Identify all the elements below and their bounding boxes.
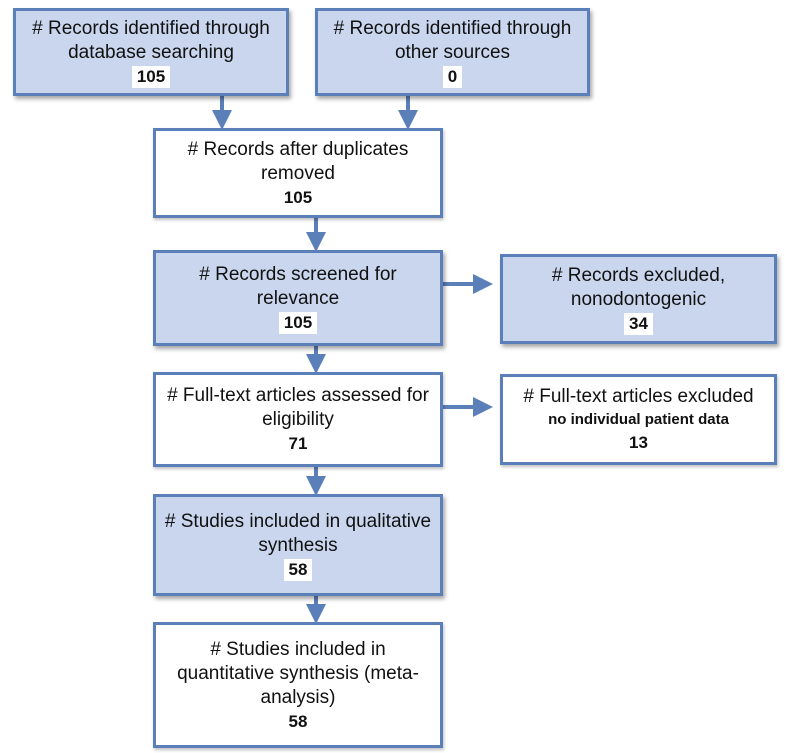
box-fulltext-assessed-text: # Full-text articles assessed for eligib…: [167, 385, 429, 430]
box-studies-qualitative-count: 58: [283, 558, 313, 581]
box-records-excluded-text: # Records excluded, nonodontogenic: [551, 264, 726, 310]
box-records-excluded: # Records excluded, nonodontogenic 34: [500, 254, 777, 344]
box-fulltext-excluded-reason: no individual patient data: [548, 411, 729, 428]
box-fulltext-excluded-count: 13: [624, 432, 653, 454]
box-fulltext-excluded-text: # Full-text articles excluded: [523, 386, 754, 407]
box-records-other-sources-count: 0: [442, 65, 463, 88]
box-records-screened-count: 105: [278, 311, 318, 334]
box-records-excluded-count: 34: [624, 312, 653, 335]
box-records-screened-text: # Records screened for relevance: [199, 263, 397, 309]
box-records-after-duplicates: # Records after duplicates removed 105: [153, 128, 443, 218]
box-studies-qualitative: # Studies included in qualitative synthe…: [153, 494, 443, 596]
box-records-other-sources: # Records identified through other sourc…: [315, 8, 590, 96]
box-records-after-duplicates-count: 105: [278, 186, 318, 209]
box-studies-quantitative-count: 58: [283, 710, 313, 733]
box-fulltext-assessed: # Full-text articles assessed for eligib…: [153, 372, 443, 467]
box-records-database-text: # Records identified through database se…: [32, 17, 270, 63]
box-records-after-duplicates-text: # Records after duplicates removed: [187, 138, 409, 184]
box-records-database: # Records identified through database se…: [13, 8, 289, 96]
box-fulltext-excluded: # Full-text articles excluded no individ…: [500, 374, 777, 465]
box-studies-quantitative: # Studies included in quantitative synth…: [153, 622, 443, 748]
box-records-other-sources-text: # Records identified through other sourc…: [333, 17, 572, 63]
box-studies-quantitative-text: # Studies included in quantitative synth…: [177, 638, 419, 708]
box-records-screened: # Records screened for relevance 105: [153, 250, 443, 346]
box-studies-qualitative-text: # Studies included in qualitative synthe…: [164, 510, 432, 556]
box-records-database-count: 105: [131, 65, 171, 88]
box-fulltext-assessed-count: 71: [283, 433, 313, 455]
